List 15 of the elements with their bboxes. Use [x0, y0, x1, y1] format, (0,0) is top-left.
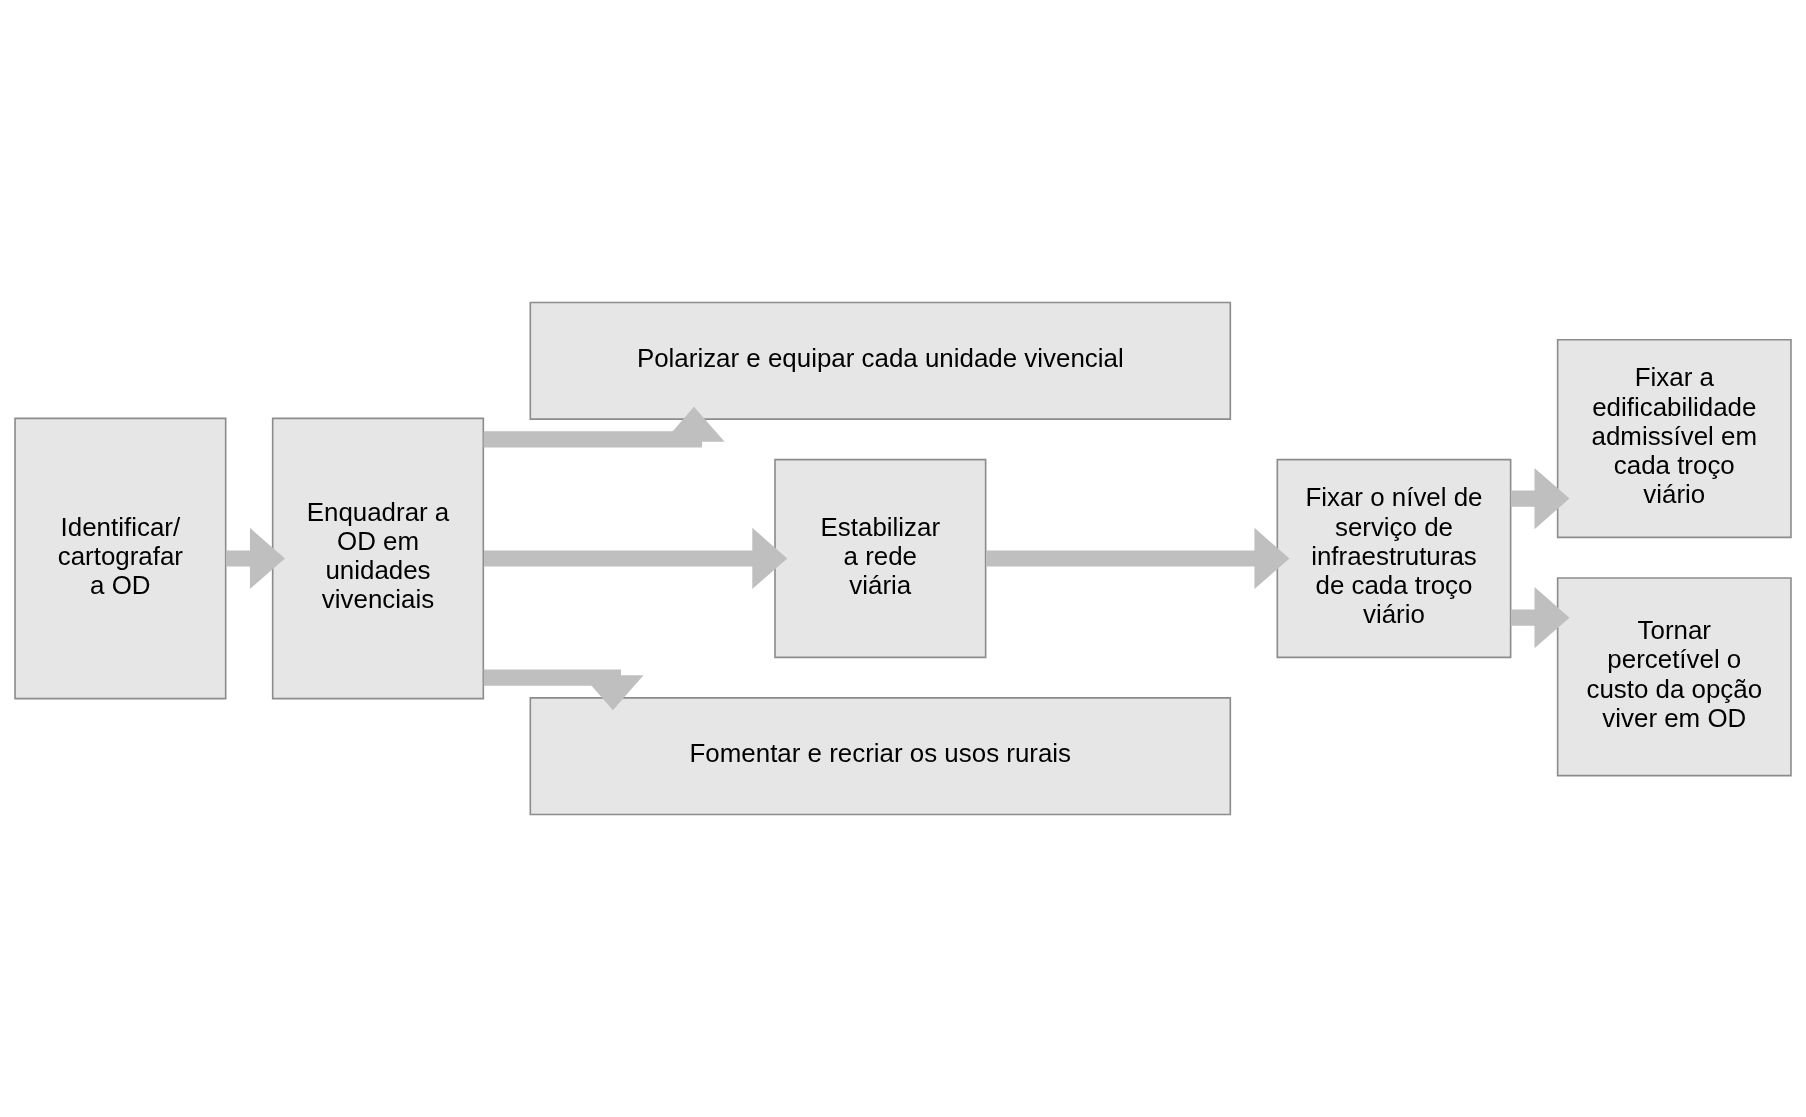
node-box: Estabilizar a rede viária — [774, 458, 987, 659]
arrow — [483, 669, 644, 711]
node-box: Fixar a edificabilidade admissível em cada troço viário — [1556, 338, 1792, 539]
arrow — [986, 527, 1290, 590]
node-box: Tornar percetível o custo da opção viver em OD — [1556, 577, 1792, 777]
node-box: Fixar o nível de serviço de infraestruturas de cada troço viário — [1276, 458, 1512, 659]
arrow — [483, 527, 788, 590]
arrow — [1510, 587, 1570, 649]
node-box: Identificar/ cartografar a OD — [14, 417, 227, 700]
arrow — [483, 406, 725, 448]
arrow — [1510, 467, 1570, 530]
node-box: Fomentar e recriar os usos rurais — [529, 697, 1232, 816]
node-box: Enquadrar a OD em unidades vivenciais — [271, 417, 485, 700]
node-box: Polarizar e equipar cada unidade vivencial — [529, 301, 1232, 420]
arrow — [225, 527, 285, 590]
